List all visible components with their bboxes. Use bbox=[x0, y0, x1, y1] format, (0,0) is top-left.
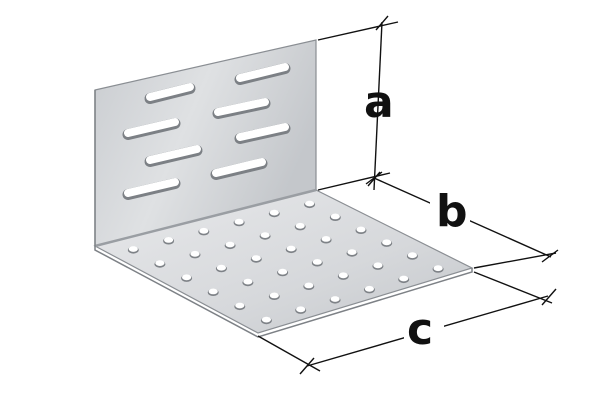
dimension-b-label-bg bbox=[430, 190, 470, 232]
hole-19 bbox=[208, 288, 218, 295]
dimension-a-extension-top bbox=[317, 21, 399, 41]
slot-2 bbox=[236, 63, 289, 82]
hole-36 bbox=[433, 265, 443, 272]
dimension-a bbox=[317, 15, 399, 191]
dimension-b-tick-bottom bbox=[541, 249, 559, 263]
dimension-a-label: a bbox=[364, 77, 394, 128]
dimension-b-label: b bbox=[436, 186, 468, 237]
hole-12 bbox=[330, 213, 340, 220]
hole-34 bbox=[364, 285, 374, 292]
hole-9 bbox=[225, 241, 235, 248]
hole-5 bbox=[269, 209, 279, 216]
hole-group bbox=[127, 200, 444, 325]
hole-16 bbox=[286, 245, 296, 252]
hole-6 bbox=[305, 200, 315, 207]
hole-33 bbox=[330, 296, 340, 302]
hole-18 bbox=[356, 226, 366, 233]
dimension-c-label: c bbox=[407, 304, 433, 355]
slot-4 bbox=[214, 98, 269, 116]
dimension-c-label-bg bbox=[404, 312, 444, 348]
slot-5 bbox=[146, 145, 201, 164]
hole-28 bbox=[338, 272, 348, 279]
slot-6 bbox=[236, 123, 289, 141]
dimension-a-line bbox=[373, 21, 383, 191]
hole-17 bbox=[321, 236, 331, 242]
hole-21 bbox=[278, 268, 288, 275]
dimension-b-tick-top bbox=[365, 171, 383, 185]
hole-2 bbox=[164, 237, 174, 243]
hole-8 bbox=[190, 250, 200, 257]
slot-1 bbox=[146, 83, 194, 101]
hole-7 bbox=[155, 260, 165, 266]
slot-group bbox=[122, 63, 291, 200]
hole-13 bbox=[182, 274, 192, 281]
hole-27 bbox=[304, 282, 314, 289]
hole-1 bbox=[128, 246, 138, 252]
hole-26 bbox=[269, 292, 279, 299]
hole-31 bbox=[261, 316, 271, 323]
hole-35 bbox=[399, 275, 409, 282]
slot-7 bbox=[124, 178, 179, 197]
hole-11 bbox=[295, 222, 305, 229]
hole-30 bbox=[407, 252, 417, 259]
plate-thickness-edge bbox=[94, 90, 473, 338]
hole-23 bbox=[347, 249, 357, 256]
hole-10 bbox=[260, 232, 270, 239]
bend-edge bbox=[94, 188, 317, 248]
hole-29 bbox=[373, 262, 383, 269]
slot-3 bbox=[124, 118, 179, 137]
dimension-b-extension bbox=[473, 252, 557, 269]
hole-4 bbox=[234, 218, 244, 225]
hole-24 bbox=[382, 239, 392, 246]
hole-14 bbox=[216, 264, 226, 271]
hole-3 bbox=[199, 227, 209, 234]
slot-8 bbox=[212, 158, 266, 177]
hole-32 bbox=[296, 306, 306, 313]
dimension-c-extension-right bbox=[473, 271, 553, 304]
hole-20 bbox=[243, 278, 253, 285]
dimension-a-extension-bottom bbox=[317, 172, 391, 191]
hole-15 bbox=[251, 255, 261, 261]
dimension-c-extension-left bbox=[257, 335, 321, 372]
hole-22 bbox=[312, 259, 322, 265]
dimension-c-tick-left bbox=[299, 357, 315, 375]
hole-25 bbox=[235, 302, 245, 309]
dimension-a-tick-top bbox=[375, 15, 389, 31]
dimension-c-tick-right bbox=[541, 288, 557, 306]
